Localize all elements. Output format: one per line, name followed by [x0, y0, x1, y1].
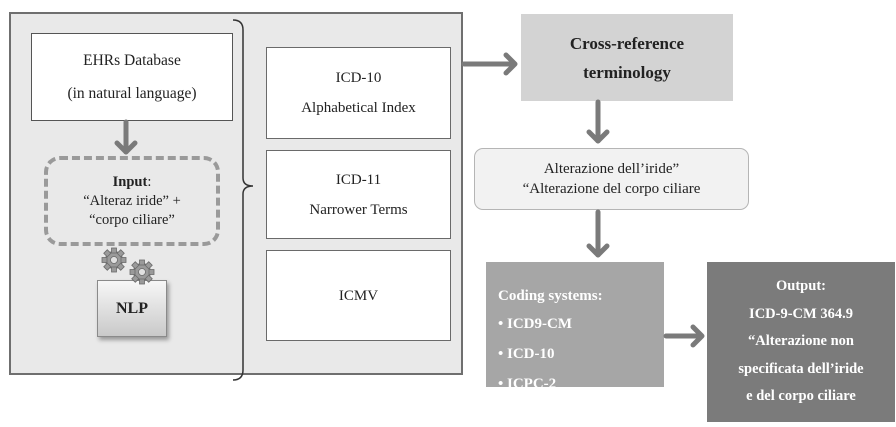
- output-line1: Output:: [776, 278, 826, 295]
- output-line2: ICD-9-CM 364.9: [749, 305, 853, 322]
- icd11-box: ICD-11 Narrower Terms: [266, 150, 451, 239]
- gear-icon: [129, 259, 155, 285]
- nlp-label: NLP: [116, 299, 148, 317]
- output-line4: specificata dell’iride: [738, 360, 864, 377]
- coding-system-label: ICD9-CM: [507, 316, 573, 332]
- ehr-subtitle: (in natural language): [67, 85, 197, 102]
- icd11-subtitle: Narrower Terms: [309, 201, 408, 218]
- crossref-line1: Cross-reference: [569, 33, 685, 53]
- output-box: Output: ICD-9-CM 364.9 “Alterazione non …: [707, 262, 895, 422]
- alteration-line1: Alterazione dell’iride”: [543, 161, 680, 177]
- arrow-coding-to-output: [663, 324, 705, 348]
- icmv-box: ICMV: [266, 250, 451, 341]
- icd10-box: ICD-10 Alphabetical Index: [266, 47, 451, 139]
- alteration-terms-box: Alterazione dell’iride” “Alterazione del…: [474, 148, 749, 210]
- icmv-title: ICMV: [338, 287, 379, 304]
- coding-system-label: ICD-10: [507, 346, 555, 362]
- gear-icon: [101, 247, 127, 273]
- icd10-subtitle: Alphabetical Index: [301, 100, 416, 116]
- coding-systems-box: Coding systems: • ICD9-CM • ICD-10 • ICP…: [486, 262, 664, 392]
- input-text-line2: “corpo ciliare”: [89, 211, 175, 228]
- input-box: Input: “Alteraz iride” + “corpo ciliare”: [44, 156, 220, 246]
- coding-systems-title: Coding systems:: [498, 288, 603, 304]
- coding-system-item: • ICPC-2: [498, 376, 557, 392]
- nlp-box: NLP: [97, 280, 167, 337]
- coding-system-item: • ICD-10: [498, 346, 555, 362]
- input-text-line1: “Alteraz iride” +: [83, 192, 181, 209]
- ehr-database-box: EHRs Database (in natural language): [31, 33, 233, 121]
- input-heading: Input:: [113, 173, 152, 192]
- coding-system-label: ICPC-2: [507, 376, 557, 392]
- arrow-ehr-to-input: [114, 119, 138, 155]
- arrow-panel-to-crossref: [461, 52, 518, 76]
- alteration-line2: “Alterazione del corpo ciliare: [522, 181, 701, 197]
- arrow-alteration-to-coding: [586, 209, 610, 258]
- ehr-title: EHRs Database: [83, 52, 181, 69]
- output-line3: “Alterazione non: [748, 333, 854, 350]
- icd11-title: ICD-11: [335, 171, 382, 188]
- icd10-title: ICD-10: [335, 70, 382, 86]
- coding-systems-list: • ICD9-CM • ICD-10 • ICPC-2: [498, 309, 664, 399]
- coding-system-item: • ICD9-CM: [498, 316, 573, 332]
- input-label: Input: [112, 173, 148, 190]
- output-line5: e del corpo ciliare: [746, 388, 856, 405]
- arrow-crossref-to-alteration: [586, 99, 610, 144]
- input-colon: :: [147, 173, 152, 190]
- bracket-left: [232, 19, 254, 381]
- cross-reference-box: Cross-reference terminology: [521, 14, 733, 101]
- crossref-line2: terminology: [583, 62, 671, 82]
